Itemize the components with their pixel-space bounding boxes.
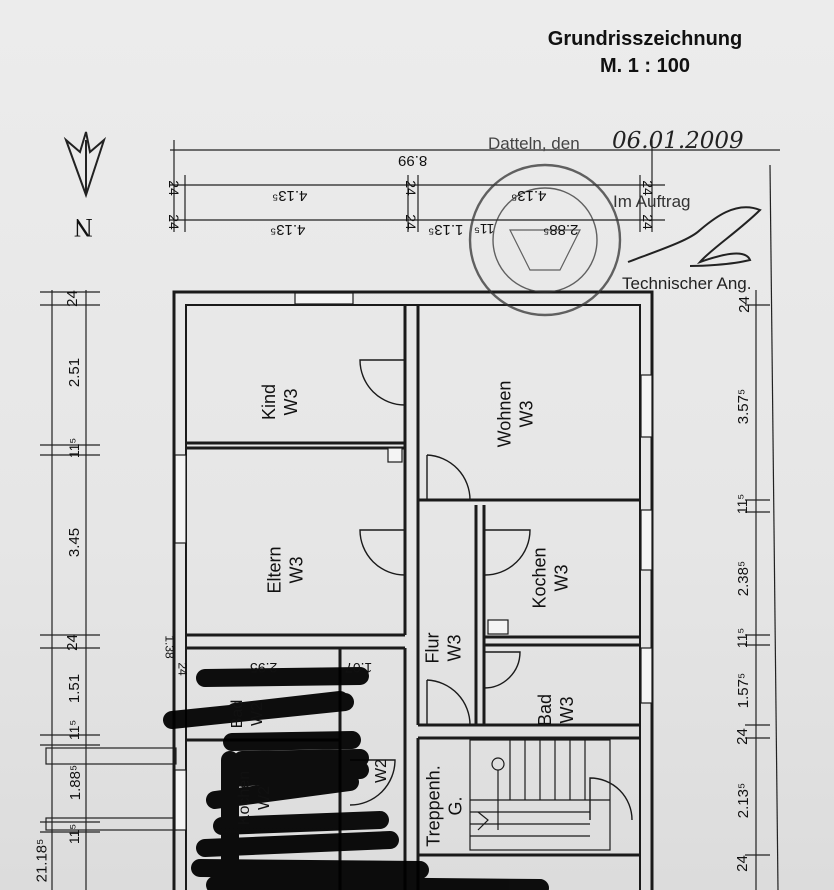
room-kind-name: Kind	[259, 383, 280, 421]
room-flur: Flur W3	[422, 633, 466, 664]
dim-top-r1c: 24	[402, 180, 419, 196]
room-kochen: Kochen W3	[529, 547, 573, 608]
room-wohnen: Wohnen W3	[493, 381, 537, 448]
dim-top-total: 8.99	[398, 152, 428, 169]
dim-top-r2c: 24	[402, 214, 419, 230]
room-bad-2-name: Bad	[229, 699, 247, 729]
dim-right-d9: 24	[733, 855, 751, 872]
dim-top-r1a: 24	[165, 180, 182, 196]
room-eltern-code: W3	[286, 556, 307, 584]
door-swings	[349, 359, 633, 821]
room-bad-2-code: W2	[249, 702, 267, 726]
dim-top-r2a: 24	[165, 214, 182, 230]
dim-top-r1e: 24	[639, 180, 656, 196]
room-wohnen-name: Wohnen	[494, 380, 515, 448]
dim-right-d6: 1.57⁵	[735, 672, 753, 709]
plan-title: Grundrisszeichnung	[547, 28, 743, 50]
dim-right-d7: 24	[733, 728, 751, 745]
right-dimension-lines	[745, 164, 779, 890]
dim-right-d5: 11⁵	[734, 627, 751, 649]
date-label: Datteln, den	[488, 134, 580, 153]
date-value: 06.01.2009	[612, 128, 744, 154]
room-flur-name: Flur	[422, 632, 443, 664]
dim-inner-a: 2.95	[250, 660, 278, 676]
dim-right-d4: 2.38⁵	[735, 560, 753, 597]
dim-top-r2d: 1.13⁵	[428, 221, 464, 238]
room-kochen-2: Kochen W2	[235, 771, 275, 825]
room-bad-name: Bad	[535, 693, 556, 727]
room-kind-code: W3	[281, 388, 302, 416]
room-bad: Bad W3	[534, 694, 578, 726]
shafts	[387, 447, 509, 635]
windows	[174, 292, 653, 831]
plan-title-block: Grundrisszeichnung M. 1 : 100	[520, 26, 770, 80]
dim-right-d2: 3.57⁵	[735, 388, 753, 425]
dim-top-r2b: 4.13⁵	[270, 221, 306, 238]
dim-left-d5: 24	[63, 634, 81, 651]
top-dimension-lines	[170, 140, 780, 232]
room-bad-2: Bad W2	[228, 700, 268, 728]
room-bad-code: W3	[557, 696, 578, 724]
room-kochen-name: Kochen	[529, 547, 550, 609]
room-flur-code: W3	[444, 634, 465, 662]
room-treppenhaus: Treppenh. G.	[423, 765, 467, 846]
room-treppenhaus-name: Treppenh.	[423, 765, 444, 847]
room-treppenhaus-code: G.	[445, 796, 466, 816]
room-kochen-2-name: Kochen	[236, 770, 254, 826]
signature	[627, 206, 762, 267]
dim-top-r1d: 4.13⁵	[511, 187, 547, 204]
plan-scale: M. 1 : 100	[599, 55, 691, 77]
redaction-scribbles	[163, 667, 549, 890]
room-kochen-code: W3	[551, 564, 572, 592]
dim-inner-d: 1.38	[162, 635, 177, 659]
dim-top-r2g: 24	[639, 214, 656, 230]
room-eltern: Eltern W3	[264, 546, 308, 593]
dim-left-total: 21.18⁵	[33, 838, 51, 883]
outer-walls	[172, 290, 654, 890]
dim-left-d4: 3.45	[66, 527, 84, 558]
room-eltern-name: Eltern	[264, 546, 285, 594]
room-kind: Kind W3	[258, 384, 302, 420]
dept-label: Technischer Ang.	[622, 274, 752, 293]
dim-right-d8: 2.13⁵	[735, 782, 753, 819]
dim-left-d2: 2.51	[66, 357, 84, 388]
order-label: Im Auftrag	[613, 192, 691, 211]
room-wohnen-code: W3	[516, 400, 537, 428]
dim-top-r1b: 4.13⁵	[272, 187, 308, 204]
room-kochen-2-code: W2	[256, 786, 274, 811]
inner-walls	[186, 305, 640, 890]
dim-right-d1: 24	[735, 296, 753, 313]
dim-inner-b: 1.07	[345, 660, 373, 676]
official-stamp	[468, 163, 622, 317]
north-label: N	[74, 213, 93, 242]
dim-left-d7: 11⁵	[66, 719, 83, 741]
dim-left-d1: 24	[63, 290, 81, 307]
dim-inner-c: 24	[175, 662, 190, 676]
left-dimension-lines	[40, 290, 177, 890]
dim-left-d3: 11⁵	[66, 437, 83, 459]
room-w2: W2	[373, 759, 390, 783]
dim-top-r2e: 11⁵	[474, 221, 495, 237]
dim-left-d6: 1.51	[66, 673, 84, 704]
staircase	[469, 739, 611, 851]
dim-left-d9: 11⁵	[66, 823, 83, 845]
dim-left-d8: 1.88⁵	[67, 764, 85, 801]
dim-right-d3: 11⁵	[734, 493, 751, 515]
dim-top-r2f: 2.88⁵	[543, 221, 579, 238]
north-arrow-icon	[63, 131, 107, 199]
